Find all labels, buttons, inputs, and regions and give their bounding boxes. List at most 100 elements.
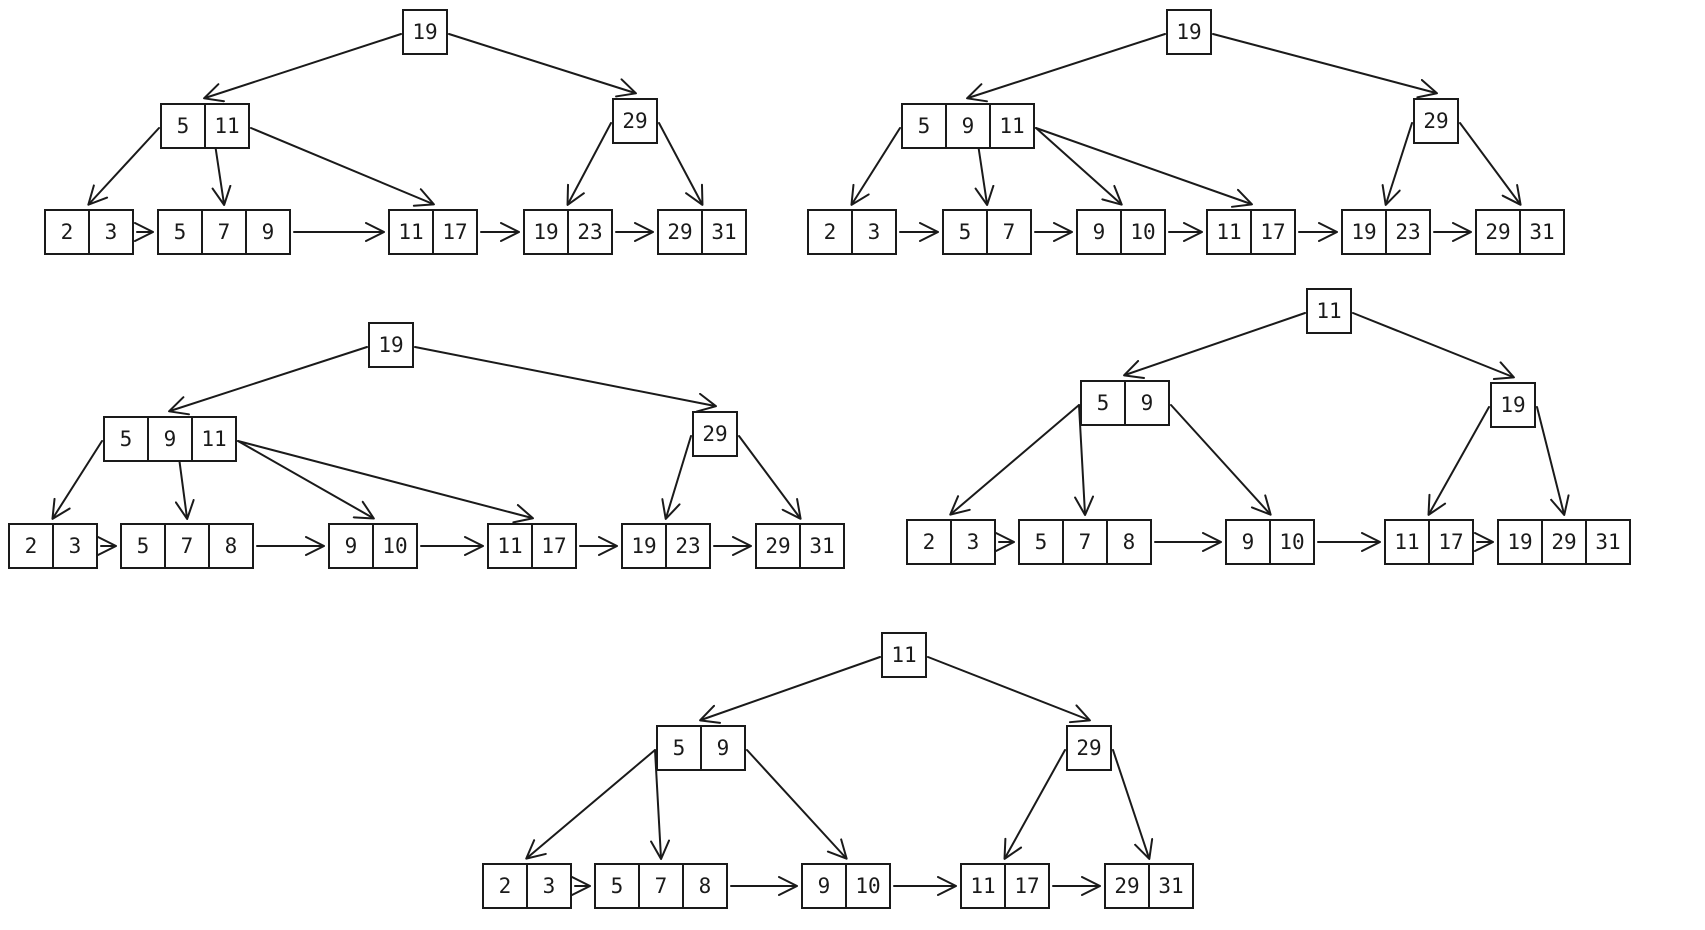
key-cell <box>682 863 728 909</box>
key-cell <box>801 863 847 909</box>
key-value: 9 <box>1242 530 1255 554</box>
key-value: 7 <box>1003 220 1016 244</box>
key-cell <box>1269 519 1315 565</box>
key-cell <box>906 519 952 565</box>
key-value: 7 <box>1079 530 1092 554</box>
key-cell <box>245 209 291 255</box>
key-value: 11 <box>1394 530 1419 554</box>
child-pointer-arrow <box>661 435 692 520</box>
key-value: 19 <box>533 220 558 244</box>
key-value: 2 <box>25 534 38 558</box>
key-cell <box>665 523 711 569</box>
key-value: 2 <box>824 220 837 244</box>
key-value: 8 <box>1123 530 1136 554</box>
key-value: 29 <box>1423 109 1448 133</box>
key-value: 3 <box>69 534 82 558</box>
leaf-node: 11 17 <box>960 863 1050 909</box>
key-cell <box>942 209 988 255</box>
key-value: 3 <box>105 220 118 244</box>
key-cell <box>945 103 991 149</box>
key-value: 9 <box>1093 220 1106 244</box>
key-value: 29 <box>765 534 790 558</box>
root-node: 11 <box>881 632 927 678</box>
key-cell <box>103 416 149 462</box>
key-value: 11 <box>497 534 522 558</box>
key-value: 8 <box>699 874 712 898</box>
key-value: 17 <box>541 534 566 558</box>
key-value: 5 <box>174 220 187 244</box>
key-value: 17 <box>1260 220 1285 244</box>
key-cell <box>523 209 569 255</box>
child-pointer-arrow <box>746 749 848 860</box>
child-pointer-arrow <box>51 440 103 520</box>
key-cell <box>799 523 845 569</box>
key-value: 5 <box>177 114 190 138</box>
key-cell <box>656 725 702 771</box>
key-value: 11 <box>970 874 995 898</box>
child-pointer-arrow <box>1212 33 1438 99</box>
key-cell <box>1306 288 1352 334</box>
child-pointer-arrow <box>1427 406 1490 516</box>
key-value: 10 <box>382 534 407 558</box>
key-value: 5 <box>137 534 150 558</box>
key-cell <box>901 103 947 149</box>
key-value: 7 <box>218 220 231 244</box>
child-pointer-arrow <box>1536 406 1570 516</box>
internal-node: 29 <box>692 411 738 457</box>
key-cell <box>402 9 448 55</box>
child-pointer-arrow <box>1112 749 1154 860</box>
key-value: 5 <box>918 114 931 138</box>
key-cell <box>1066 725 1112 771</box>
internal-node: 29 <box>1413 98 1459 144</box>
child-pointer-arrow <box>927 656 1091 724</box>
key-cell <box>1062 519 1108 565</box>
child-pointer-arrow <box>168 346 368 416</box>
key-value: 29 <box>1551 530 1576 554</box>
key-cell <box>44 209 90 255</box>
internal-node: 29 <box>612 98 658 144</box>
key-value: 10 <box>1279 530 1304 554</box>
key-cell <box>1519 209 1565 255</box>
key-cell <box>487 523 533 569</box>
key-value: 3 <box>543 874 556 898</box>
key-cell <box>701 209 747 255</box>
key-value: 31 <box>711 220 736 244</box>
key-cell <box>368 322 414 368</box>
key-cell <box>204 103 250 149</box>
key-value: 9 <box>717 736 730 760</box>
key-cell <box>845 863 891 909</box>
key-cell <box>986 209 1032 255</box>
key-cell <box>160 103 206 149</box>
child-pointer-arrow <box>949 404 1080 516</box>
key-value: 5 <box>959 220 972 244</box>
key-value: 17 <box>1014 874 1039 898</box>
key-value: 9 <box>962 114 975 138</box>
key-cell <box>1120 209 1166 255</box>
root-node: 19 <box>402 9 448 55</box>
key-value: 10 <box>1130 220 1155 244</box>
key-value: 8 <box>225 534 238 558</box>
child-pointer-arrow <box>850 127 901 206</box>
root-node: 19 <box>368 322 414 368</box>
root-node: 19 <box>1166 9 1212 55</box>
key-value: 10 <box>855 874 880 898</box>
key-value: 29 <box>1114 874 1139 898</box>
key-cell <box>621 523 667 569</box>
key-value: 23 <box>675 534 700 558</box>
key-value: 31 <box>1529 220 1554 244</box>
key-value: 19 <box>412 20 437 44</box>
child-pointer-arrow <box>1459 122 1522 206</box>
